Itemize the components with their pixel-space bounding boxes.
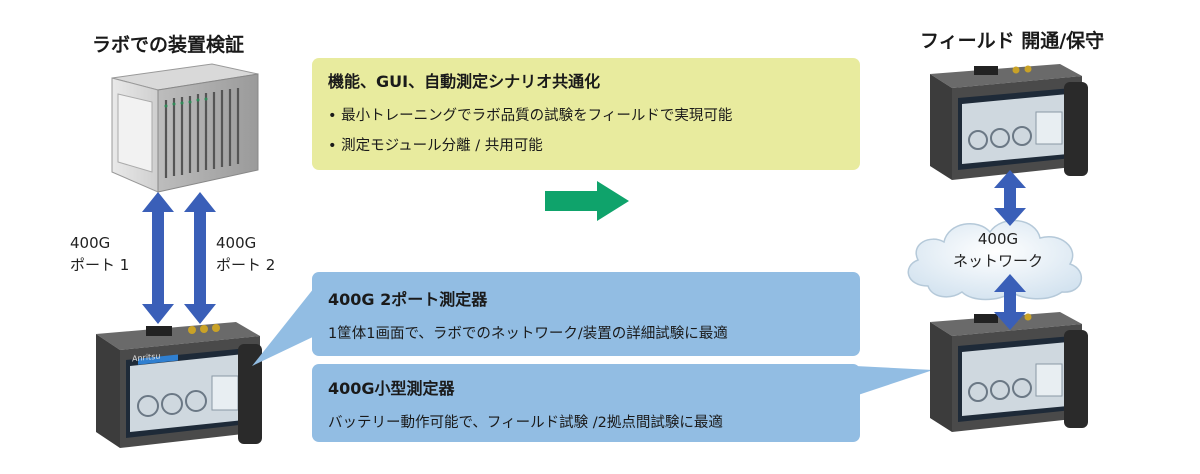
field-tester-top-icon bbox=[930, 64, 1088, 180]
tester-2port-heading: 400G 2ポート測定器 bbox=[328, 290, 488, 309]
features-heading: 機能、GUI、自動測定シナリオ共通化 bbox=[328, 72, 601, 91]
features-box: 機能、GUI、自動測定シナリオ共通化 • 最小トレーニングでラボ品質の試験をフィ… bbox=[312, 58, 860, 170]
tester-compact-heading: 400G小型測定器 bbox=[328, 379, 455, 398]
server-rack-icon bbox=[111, 63, 259, 193]
tester-2port-box: 400G 2ポート測定器 1筐体1画面で、ラボでのネットワーク/装置の詳細試験に… bbox=[312, 272, 860, 356]
cloud-up-arrow bbox=[994, 170, 1026, 226]
cloud-down-arrow bbox=[994, 274, 1026, 330]
green-right-arrow-icon bbox=[545, 181, 629, 221]
lab-tester-device-icon bbox=[96, 322, 262, 448]
tester-2port-text: 1筐体1画面で、ラボでのネットワーク/装置の詳細試験に最適 bbox=[328, 326, 728, 342]
features-bullet: • 測定モジュール分離 / 共用可能 bbox=[328, 138, 543, 154]
network-cloud-icon bbox=[907, 219, 1083, 301]
right-title: フィールド 開通/保守 bbox=[920, 30, 1105, 52]
tester-compact-text: バッテリー動作可能で、フィールド試験 /2拠点間試験に最適 bbox=[328, 415, 723, 431]
left-title: ラボでの装置検証 bbox=[92, 34, 245, 56]
callout-tail-compact bbox=[855, 366, 933, 396]
tester-compact-box: 400G小型測定器 バッテリー動作可能で、フィールド試験 /2拠点間試験に最適 bbox=[312, 364, 860, 442]
features-bullet: • 最小トレーニングでラボ品質の試験をフィールドで実現可能 bbox=[328, 108, 733, 124]
port-arrows bbox=[142, 192, 216, 324]
